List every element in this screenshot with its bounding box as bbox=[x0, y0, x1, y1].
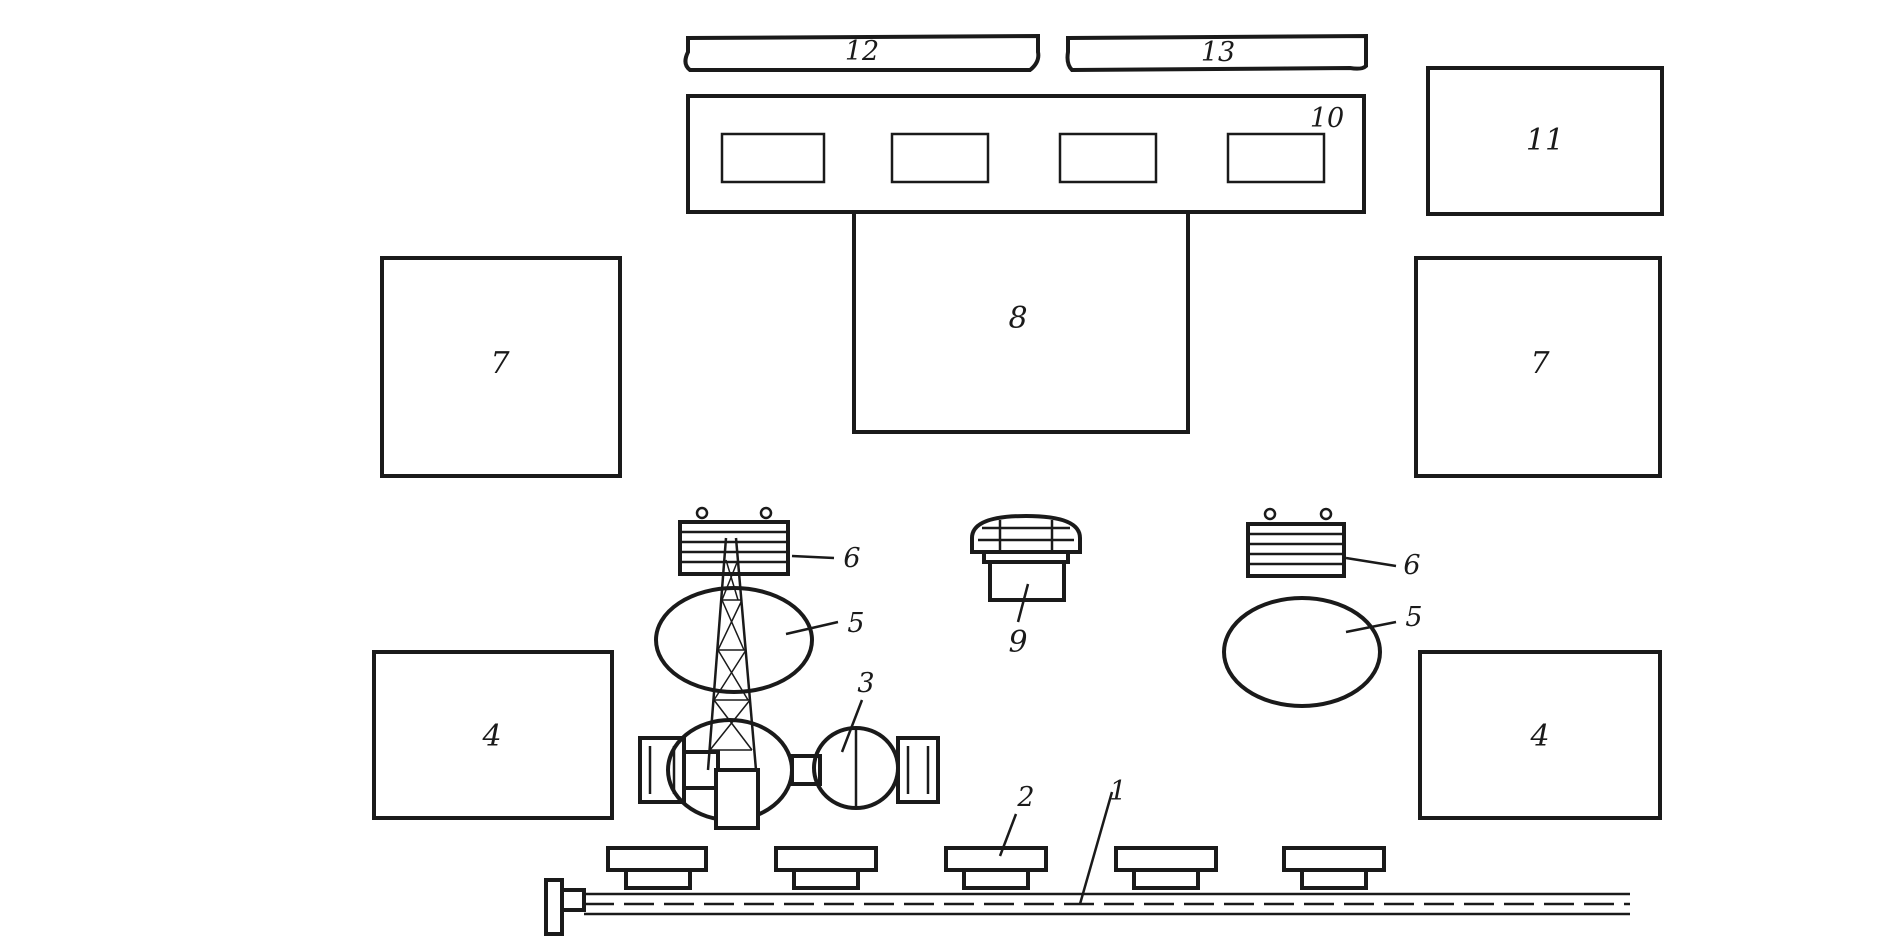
label-11: 11 bbox=[1526, 123, 1564, 158]
shed-13: 13 bbox=[1065, 33, 1368, 73]
label-4-left: 4 bbox=[481, 719, 501, 754]
derrick-tower bbox=[706, 537, 760, 830]
drawworks-3: 3 bbox=[638, 668, 940, 822]
label-8: 8 bbox=[1008, 301, 1027, 336]
pipe-rack-6-left: 6 bbox=[678, 506, 861, 576]
label-3: 3 bbox=[857, 668, 874, 699]
label-5-right: 5 bbox=[1405, 602, 1422, 633]
building-10: 10 bbox=[686, 94, 1366, 214]
walkway-unit bbox=[1114, 846, 1218, 890]
window bbox=[1058, 132, 1158, 184]
unit-9: 9 bbox=[970, 513, 1082, 660]
pipe-rack-6-right: 6 bbox=[1246, 507, 1421, 581]
building-11: 11 bbox=[1426, 66, 1664, 216]
building-7-right: 7 bbox=[1414, 256, 1662, 478]
pipeline-1: 1 bbox=[544, 776, 1630, 936]
walkway-unit bbox=[944, 846, 1048, 890]
label-6-left: 6 bbox=[843, 543, 860, 574]
label-9: 9 bbox=[1008, 625, 1027, 660]
shed-12: 12 bbox=[683, 33, 1041, 72]
tank-5-left: 5 bbox=[654, 586, 865, 694]
building-4-right: 4 bbox=[1418, 650, 1662, 820]
label-2: 2 bbox=[1016, 782, 1034, 813]
walkway-unit bbox=[774, 846, 878, 890]
tank-5-right: 5 bbox=[1222, 596, 1423, 708]
walkway-unit bbox=[1282, 846, 1386, 890]
building-7-left: 7 bbox=[380, 256, 622, 478]
label-1: 1 bbox=[1109, 776, 1126, 807]
label-7-left: 7 bbox=[490, 346, 510, 381]
label-6-right: 6 bbox=[1403, 550, 1420, 581]
walkway-2: 2 bbox=[606, 782, 1386, 890]
window bbox=[1226, 132, 1326, 184]
building-4-left: 4 bbox=[372, 650, 614, 820]
walkway-unit bbox=[606, 846, 708, 890]
label-5-left: 5 bbox=[847, 608, 864, 639]
window bbox=[720, 132, 826, 184]
label-10: 10 bbox=[1310, 103, 1344, 134]
label-7-right: 7 bbox=[1530, 346, 1550, 381]
building-8: 8 bbox=[852, 212, 1190, 434]
window bbox=[890, 132, 990, 184]
label-13: 13 bbox=[1201, 37, 1235, 68]
label-4-right: 4 bbox=[1529, 719, 1549, 754]
label-12: 12 bbox=[845, 36, 879, 67]
